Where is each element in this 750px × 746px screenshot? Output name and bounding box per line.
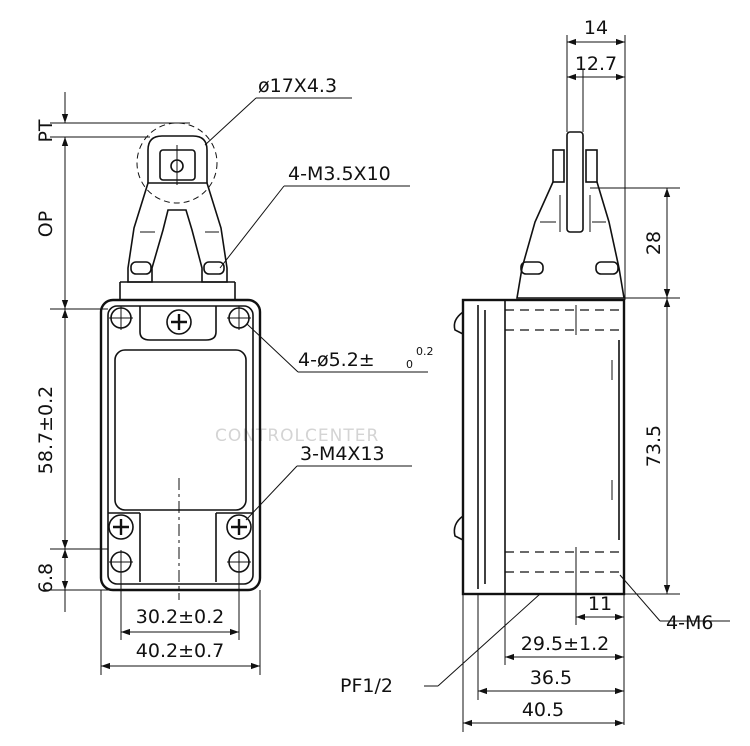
actuator-height-dimension: 28 xyxy=(643,231,665,255)
side-roller xyxy=(552,131,598,233)
front-mounting-holes xyxy=(109,306,251,574)
screw-leader xyxy=(219,185,410,269)
roller-callout: ø17X4.3 xyxy=(258,75,337,97)
roller xyxy=(136,122,218,204)
outer-width-dimension: 40.2±0.7 xyxy=(136,640,224,662)
front-view: PT OP 58.7±0.2 6.8 ø17X4.3 4-M3.5X10 4-ø… xyxy=(35,75,434,675)
actuator-head xyxy=(119,182,236,300)
body-depth-dimension: 36.5 xyxy=(530,667,572,689)
bottom-dimension: 6.8 xyxy=(35,563,57,593)
mount-screw-callout: 3-M4X13 xyxy=(300,443,385,465)
hole-callout: 4-ø5.2± xyxy=(298,349,375,371)
thread-length-dimension-lines xyxy=(575,577,625,725)
hole-leader xyxy=(246,323,428,373)
roller-leader xyxy=(204,97,352,146)
front-vertical-dimensions xyxy=(50,92,190,612)
side-top-dimensions xyxy=(566,35,626,300)
height-dimension: 58.7±0.2 xyxy=(35,386,57,474)
side-view: 14 12.7 28 73.5 4-M6 11 xyxy=(340,17,730,732)
hole-spacing-dimension: 29.5±1.2 xyxy=(521,633,609,655)
inner-width-dimension: 30.2±0.2 xyxy=(136,606,224,628)
front-screws xyxy=(108,309,252,540)
body-height-dimension: 73.5 xyxy=(643,425,665,467)
side-actuator xyxy=(516,181,625,299)
mount-screw-leader xyxy=(245,465,412,521)
total-depth-dimension: 40.5 xyxy=(522,699,564,721)
watermark: CONTROLCENTER xyxy=(215,426,379,446)
thread-callout: 4-M6 xyxy=(666,612,713,634)
hole-tol-lower: 0 xyxy=(406,358,413,371)
side-body xyxy=(453,298,626,596)
conduit-callout: PF1/2 xyxy=(340,675,393,697)
conduit-leader xyxy=(424,593,541,687)
switch-body xyxy=(99,298,262,600)
op-label: OP xyxy=(35,211,57,237)
thread-length-dimension: 11 xyxy=(588,593,612,615)
roller-inner-dimension: 12.7 xyxy=(575,53,617,75)
front-horizontal-dimensions xyxy=(100,574,261,675)
thread-callout-leader xyxy=(619,574,730,622)
pt-label: PT xyxy=(35,119,57,142)
roller-width-dimension: 14 xyxy=(584,17,608,39)
screw-callout: 4-M3.5X10 xyxy=(288,163,391,185)
hole-tol-upper: 0.2 xyxy=(416,345,434,358)
side-vertical-dimensions xyxy=(590,187,680,595)
